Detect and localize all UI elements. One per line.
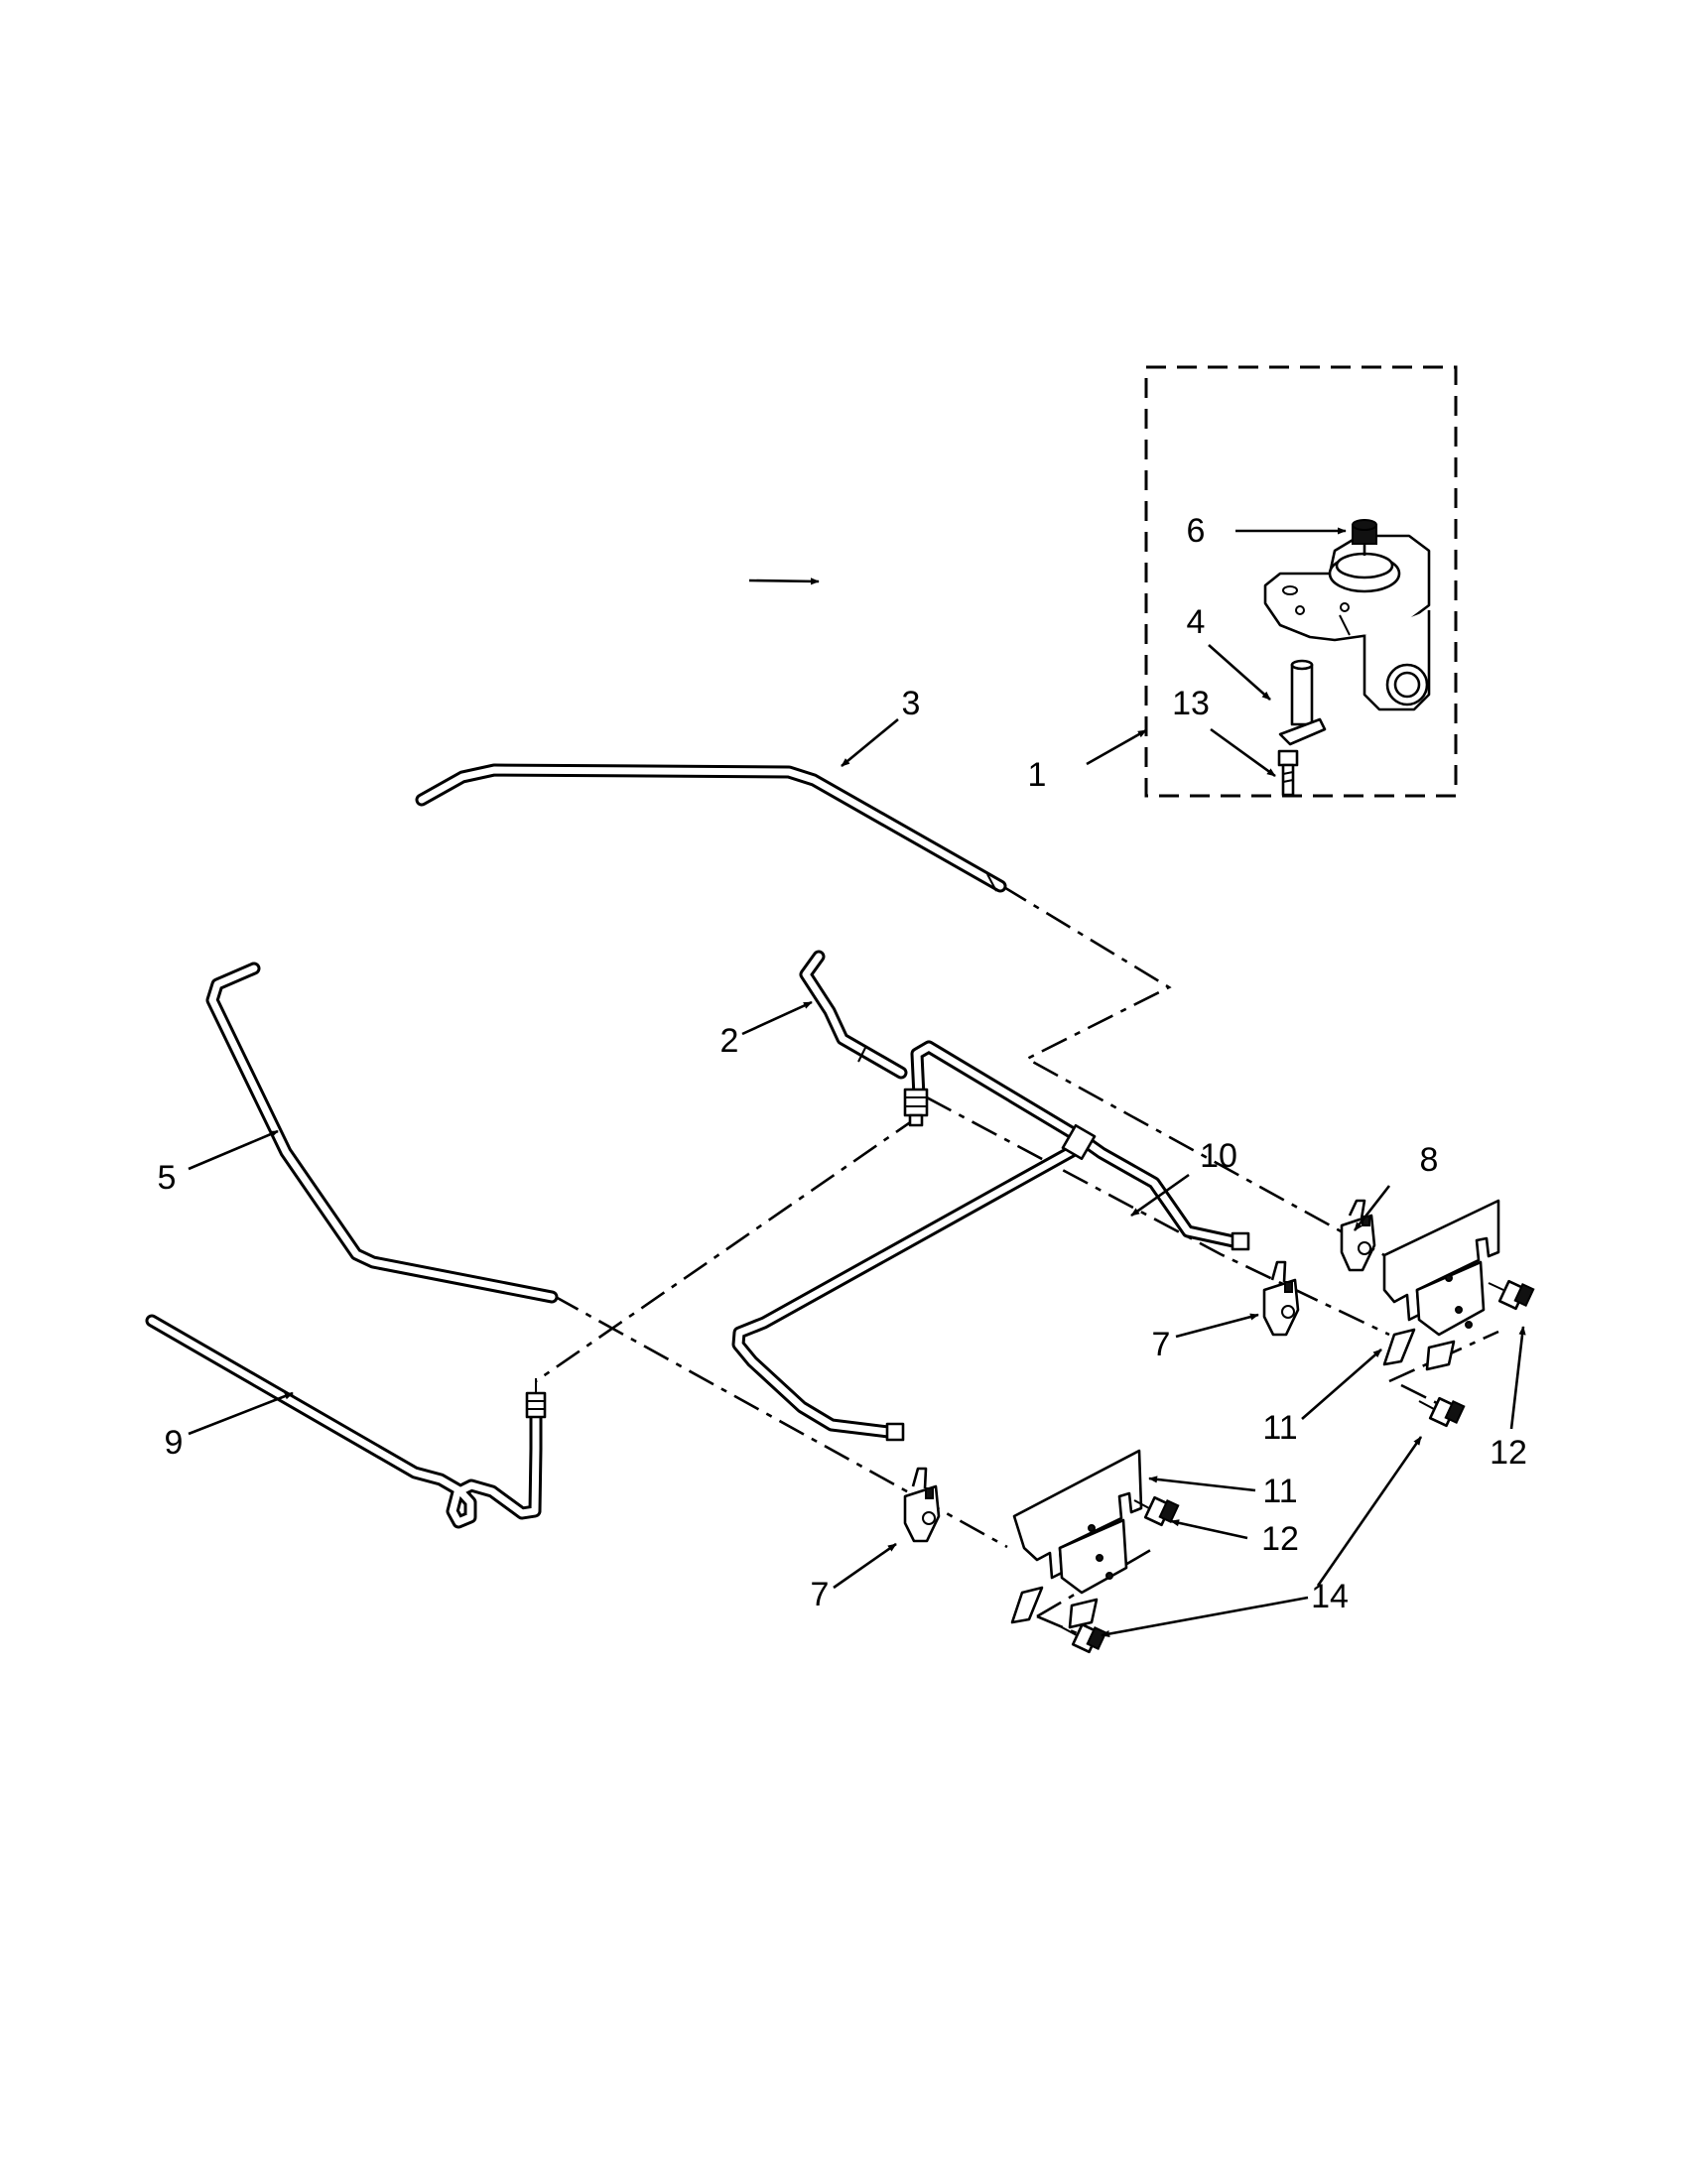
screw-part-13 bbox=[1277, 749, 1299, 797]
bracket-part-11-lower bbox=[1010, 1449, 1143, 1629]
valve-assembly-box bbox=[1144, 365, 1458, 798]
callout-5: 5 bbox=[158, 1159, 177, 1197]
leader-arrows bbox=[188, 527, 1526, 1638]
callout-12-lower: 12 bbox=[1261, 1520, 1299, 1558]
screw-part-12-lower bbox=[1133, 1495, 1180, 1527]
electrode-part-8 bbox=[1340, 1199, 1376, 1272]
tube-part-9 bbox=[145, 1314, 547, 1529]
callout-4: 4 bbox=[1187, 603, 1206, 641]
callout-7-lower: 7 bbox=[811, 1576, 830, 1613]
callout-7-upper: 7 bbox=[1152, 1326, 1171, 1363]
callout-11-upper: 11 bbox=[1262, 1409, 1297, 1447]
callout-13: 13 bbox=[1172, 685, 1210, 722]
tube-part-2 bbox=[799, 950, 908, 1080]
callout-8: 8 bbox=[1420, 1141, 1439, 1179]
callout-2: 2 bbox=[720, 1022, 739, 1060]
tube-part-5 bbox=[205, 962, 559, 1304]
bracket-part-11-upper bbox=[1382, 1199, 1500, 1371]
callout-12-upper: 12 bbox=[1490, 1434, 1527, 1472]
electrode-part-7-lower bbox=[903, 1467, 941, 1543]
callout-3: 3 bbox=[902, 685, 921, 722]
screw-part-14-lower bbox=[1061, 1622, 1107, 1654]
electrode-part-7-upper bbox=[1262, 1260, 1300, 1337]
callout-10: 10 bbox=[1200, 1137, 1237, 1175]
manifold-tube-part-10 bbox=[731, 1040, 1250, 1442]
tube-part-3 bbox=[415, 763, 1007, 893]
cap-part-6 bbox=[1352, 519, 1377, 556]
callout-1: 1 bbox=[1028, 756, 1047, 794]
callout-6: 6 bbox=[1187, 512, 1206, 550]
screw-part-14-upper bbox=[1418, 1396, 1466, 1428]
callout-9: 9 bbox=[165, 1424, 184, 1462]
orifice-part-4 bbox=[1278, 659, 1327, 746]
callout-11-lower: 11 bbox=[1262, 1473, 1297, 1510]
screw-part-12-upper bbox=[1488, 1279, 1535, 1311]
valve-part-1 bbox=[1263, 534, 1431, 711]
callout-14: 14 bbox=[1311, 1578, 1349, 1615]
